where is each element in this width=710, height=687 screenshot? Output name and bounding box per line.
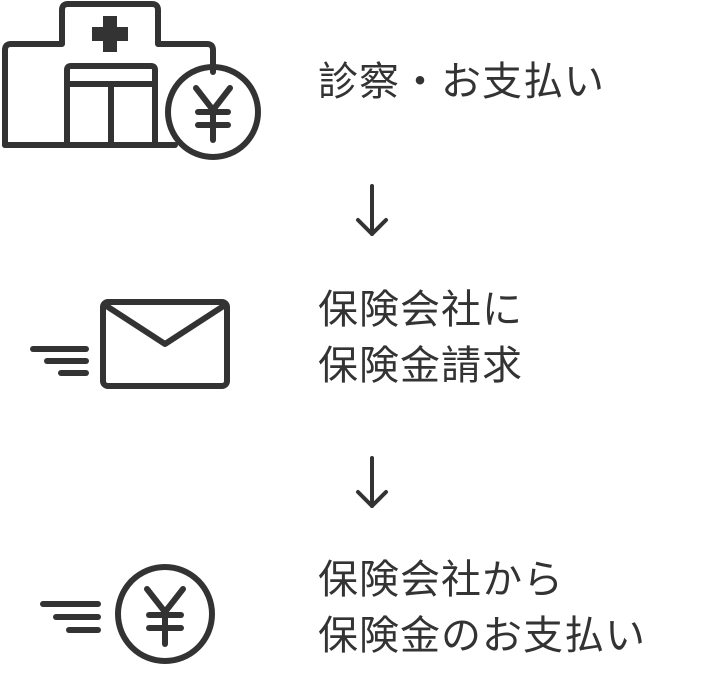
- down-arrow-icon: [356, 456, 388, 508]
- down-arrow-icon: [356, 184, 388, 236]
- step-1-line-1: 診察・お支払い: [318, 59, 605, 105]
- step-3-line-1: 保険会社から: [318, 557, 564, 603]
- yen-coin-send-icon: [40, 564, 215, 664]
- step-3-line-2: 保険金のお支払い: [318, 613, 646, 659]
- step-2-line-2: 保険金請求: [318, 343, 523, 389]
- step-2-line-1: 保険会社に: [318, 287, 523, 333]
- step-1-text: 診察・お支払い: [318, 54, 605, 110]
- step-3-text: 保険会社から 保険金のお支払い: [318, 552, 646, 664]
- hospital-yen-icon: [2, 1, 261, 160]
- step-2-text: 保険会社に 保険金請求: [318, 282, 523, 394]
- envelope-send-icon: [30, 299, 230, 389]
